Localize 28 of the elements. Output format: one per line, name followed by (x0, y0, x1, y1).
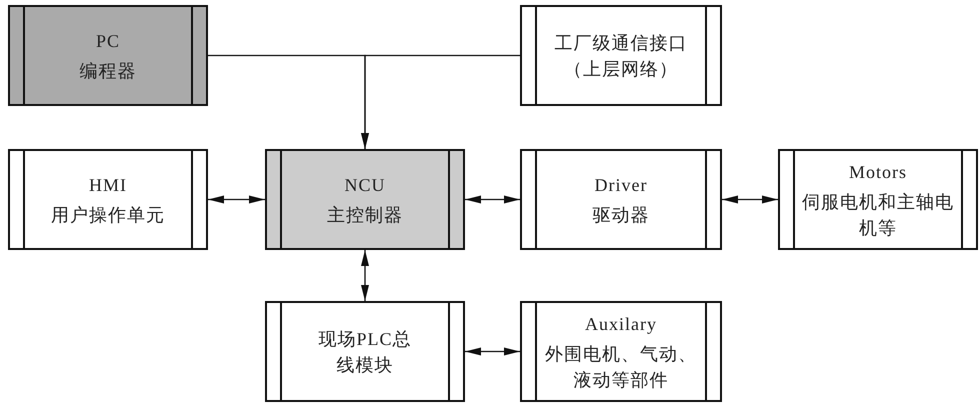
box-label: 伺服电机和主轴电机等 (801, 190, 955, 240)
process-box (265, 149, 465, 250)
process-box (8, 5, 208, 106)
connector-arrow (361, 54, 520, 149)
process-box (265, 301, 465, 402)
box-label: Auxilary (585, 312, 657, 336)
box-label: NCU (344, 174, 386, 196)
box-label: 主控制器 (327, 204, 403, 226)
box-label: 驱动器 (592, 204, 650, 226)
box-label: 工厂级通信接口（上层网络） (554, 32, 688, 80)
connector-arrow (722, 196, 778, 204)
box-label: Driver (594, 174, 648, 196)
process-box (778, 149, 978, 250)
connector-arrow (465, 196, 520, 204)
box-label: HMI (89, 174, 127, 196)
process-box (520, 301, 722, 402)
box-label: Motors (848, 160, 907, 184)
connector-arrow (465, 348, 520, 356)
box-label: 外围电机、气动、液动等部件 (544, 342, 698, 392)
process-box (8, 149, 208, 250)
process-box (520, 149, 722, 250)
box-label: 编程器 (80, 60, 136, 82)
connector-arrow (361, 250, 369, 301)
connector-arrow (208, 196, 265, 204)
process-box (520, 5, 722, 106)
box-label: 现场PLC总线模块 (317, 328, 412, 376)
box-label: 用户操作单元 (51, 204, 165, 226)
box-label: PC (96, 30, 120, 52)
